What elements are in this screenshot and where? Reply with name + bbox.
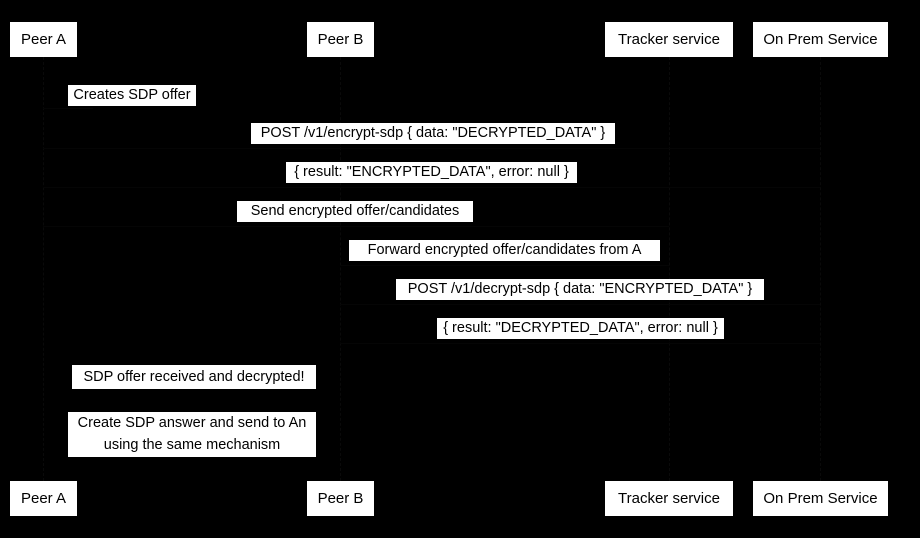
message-label-encrypt-sdp-request: POST /v1/encrypt-sdp { data: "DECRYPTED_… bbox=[251, 123, 615, 144]
participant-tracker-service-top[interactable]: Tracker service bbox=[605, 22, 733, 57]
message-text: Creates SDP offer bbox=[73, 87, 191, 103]
participant-label: Peer A bbox=[20, 31, 67, 48]
note-text: SDP offer received and decrypted! bbox=[83, 369, 305, 385]
participant-label: On Prem Service bbox=[763, 31, 878, 48]
arrow-forward-encrypted-offer bbox=[340, 265, 669, 266]
message-label-decrypt-sdp-response: { result: "DECRYPTED_DATA", error: null … bbox=[437, 318, 724, 339]
participant-peer-a-top[interactable]: Peer A bbox=[10, 22, 77, 57]
lifeline-on-prem-service bbox=[820, 57, 821, 481]
participant-label: Peer B bbox=[317, 31, 364, 48]
participant-peer-b-bottom[interactable]: Peer B bbox=[307, 481, 374, 516]
participant-label: On Prem Service bbox=[763, 490, 878, 507]
participant-label: Peer B bbox=[317, 490, 364, 507]
arrow-encrypt-sdp-request bbox=[43, 148, 820, 149]
participant-on-prem-service-top[interactable]: On Prem Service bbox=[753, 22, 888, 57]
message-text: { result: "ENCRYPTED_DATA", error: null … bbox=[294, 164, 569, 180]
participant-label: Tracker service bbox=[618, 31, 720, 48]
note-text-line-2: using the same mechanism bbox=[103, 436, 281, 453]
participant-peer-b-top[interactable]: Peer B bbox=[307, 22, 374, 57]
lifeline-tracker-service bbox=[669, 57, 670, 481]
message-text: { result: "DECRYPTED_DATA", error: null … bbox=[443, 320, 718, 336]
arrow-encrypt-sdp-response bbox=[43, 187, 820, 188]
arrow-decrypt-sdp-request bbox=[340, 304, 820, 305]
note-text-line-1: Create SDP answer and send to An bbox=[77, 415, 307, 432]
message-text: POST /v1/decrypt-sdp { data: "ENCRYPTED_… bbox=[407, 281, 753, 297]
note-sdp-offer-received: SDP offer received and decrypted! bbox=[72, 365, 316, 389]
message-label-forward-encrypted-offer: Forward encrypted offer/candidates from … bbox=[349, 240, 660, 261]
participant-label: Tracker service bbox=[618, 490, 720, 507]
participant-tracker-service-bottom[interactable]: Tracker service bbox=[605, 481, 733, 516]
message-label-send-encrypted-offer: Send encrypted offer/candidates bbox=[237, 201, 473, 222]
lifeline-peer-a bbox=[43, 57, 44, 481]
message-text: Forward encrypted offer/candidates from … bbox=[367, 242, 642, 258]
participant-on-prem-service-bottom[interactable]: On Prem Service bbox=[753, 481, 888, 516]
message-label-decrypt-sdp-request: POST /v1/decrypt-sdp { data: "ENCRYPTED_… bbox=[396, 279, 764, 300]
arrow-decrypt-sdp-response bbox=[340, 343, 820, 344]
arrow-creates-sdp-offer bbox=[43, 108, 93, 109]
note-create-sdp-answer: Create SDP answer and send to An using t… bbox=[68, 412, 316, 457]
message-text: Send encrypted offer/candidates bbox=[250, 203, 460, 219]
arrow-send-encrypted-offer bbox=[43, 226, 669, 227]
lifeline-peer-b bbox=[340, 57, 341, 481]
participant-label: Peer A bbox=[20, 490, 67, 507]
message-text: POST /v1/encrypt-sdp { data: "DECRYPTED_… bbox=[260, 125, 606, 141]
message-label-encrypt-sdp-response: { result: "ENCRYPTED_DATA", error: null … bbox=[286, 162, 577, 183]
message-label-creates-sdp-offer: Creates SDP offer bbox=[68, 85, 196, 106]
participant-peer-a-bottom[interactable]: Peer A bbox=[10, 481, 77, 516]
